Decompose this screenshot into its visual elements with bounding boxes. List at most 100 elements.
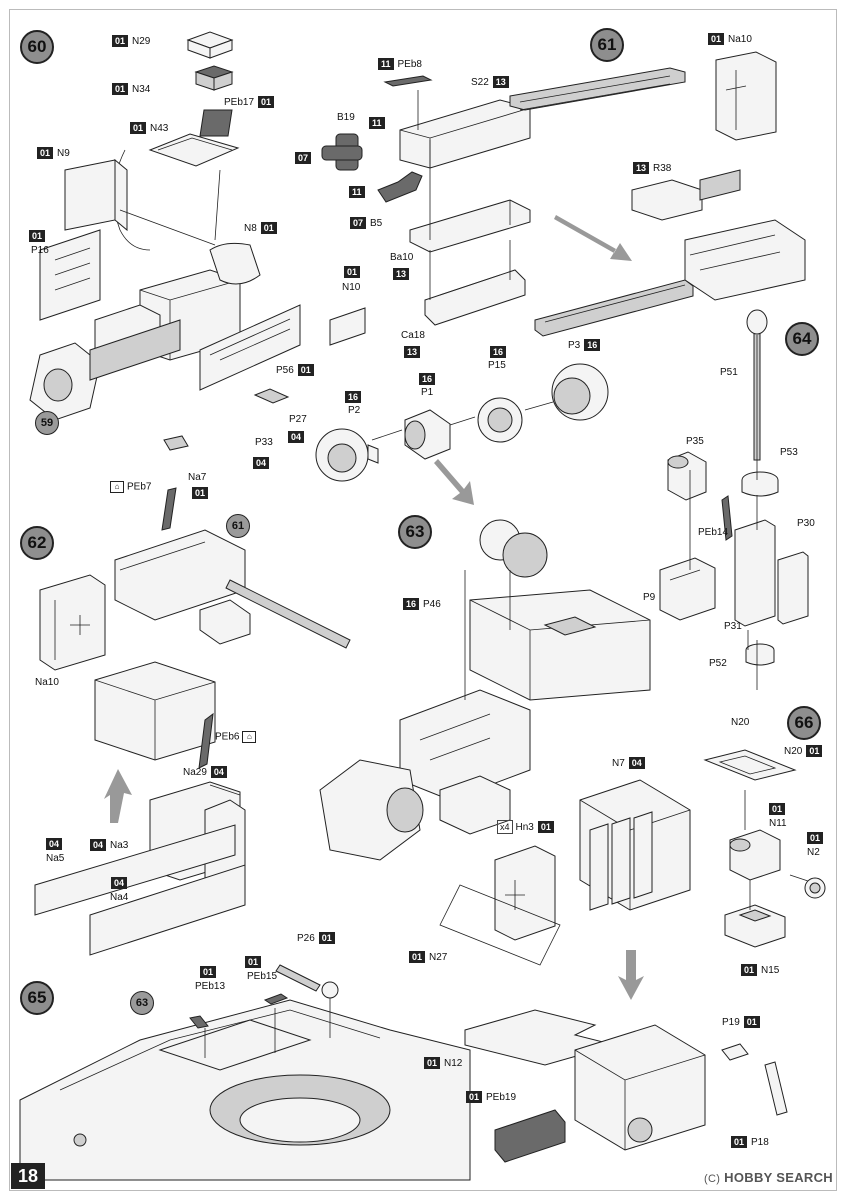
sprue-tag: 04 (288, 431, 305, 443)
sprue-tag: 11 (349, 186, 365, 198)
step61-drawing (315, 51, 806, 482)
sprue-tag: 07 (295, 152, 312, 164)
sprue-tag: 04 (111, 877, 128, 889)
sprue-tag: 01 (318, 932, 335, 944)
sprue-tag: 01 (741, 964, 758, 976)
sprue-tag: 04 (46, 838, 63, 850)
part-name: P56 (276, 365, 294, 376)
label-B19-07: 07 (295, 152, 315, 165)
part-name: PEb19 (486, 1092, 517, 1103)
label-N11: N11 (769, 818, 787, 829)
label-Ca18: Ca18 (401, 330, 425, 341)
label-P15-tag: 16 (490, 346, 510, 359)
part-name: P33 (255, 437, 273, 448)
label-N10: N10 (342, 282, 361, 293)
sprue-tag: 01 (260, 222, 277, 234)
part-name: R38 (653, 163, 672, 174)
sprue-tag: 01 (409, 951, 426, 963)
sprue-tag: 01 (806, 745, 823, 757)
part-name: N27 (429, 952, 448, 963)
part-name: P18 (751, 1137, 769, 1148)
step-61-badge: 61 (590, 28, 624, 62)
label-PEb13: PEb13 (195, 981, 226, 992)
part-name: N34 (132, 84, 151, 95)
sprue-tag: 01 (130, 122, 147, 134)
sprue-tag: 01 (112, 35, 129, 47)
sprue-tag: 16 (490, 346, 507, 358)
sprue-tag: 04 (90, 839, 107, 851)
label-PEb13-tag: 01 (200, 966, 220, 979)
sprue-tag: 01 (769, 803, 786, 815)
sprue-tag: 13 (633, 162, 650, 174)
part-name: Hn3 (515, 822, 534, 833)
label-P53: P53 (780, 447, 798, 458)
part-name: PEb17 (224, 97, 255, 108)
label-P16-tag: 01 (29, 230, 49, 243)
photo-etch-icon: ⌂ (242, 731, 257, 743)
label-P9: P9 (643, 592, 656, 603)
label-Ca18-tag: 13 (404, 346, 424, 359)
sprue-tag: 07 (350, 217, 367, 229)
sprue-tag: 16 (403, 598, 420, 610)
part-name: N29 (132, 36, 151, 47)
sprue-tag: 01 (537, 821, 554, 833)
part-name: Na3 (110, 840, 129, 851)
step-62-badge: 62 (20, 526, 54, 560)
label-P15: P15 (488, 360, 506, 371)
label-PEb6: PEb6⌂ (215, 731, 257, 744)
label-P52: P52 (709, 658, 727, 669)
sprue-tag: 01 (807, 832, 824, 844)
label-P2: P2 (348, 405, 361, 416)
label-P30: P30 (797, 518, 815, 529)
copyright-mark: (C) (704, 1173, 721, 1185)
sprue-tag: 01 (708, 33, 725, 45)
part-name: B19 (337, 112, 355, 123)
step62-drawing (34, 435, 351, 956)
sprue-tag: 01 (112, 83, 129, 95)
label-P31: P31 (724, 621, 742, 632)
part-name: PEb6 (215, 731, 240, 743)
ref-63-badge: 63 (130, 991, 154, 1015)
watermark: (C)HOBBY SEARCH (704, 1170, 833, 1185)
sprue-tag: 04 (253, 457, 270, 469)
label-Na5: Na5 (46, 853, 65, 864)
label-Na10-62: Na10 (35, 677, 59, 688)
quantity-tag: x4 (497, 820, 513, 834)
part-name: P19 (722, 1017, 740, 1028)
part-name: N15 (761, 965, 780, 976)
sprue-tag: 11 (369, 117, 385, 129)
part-name: Na29 (183, 767, 207, 778)
label-P27: P27 (289, 414, 307, 425)
step63-drawing (319, 459, 651, 861)
sprue-tag: 01 (245, 956, 262, 968)
label-N11-tag: 01 (769, 803, 789, 816)
step-63-badge: 63 (398, 515, 432, 549)
label-PEb7: ⌂PEb7 (110, 481, 151, 494)
label-B19-tag: 11 (369, 117, 389, 130)
label-P16: P16 (31, 245, 49, 256)
sprue-tag: 16 (419, 373, 436, 385)
step65-drawing (19, 964, 471, 1181)
part-name: N43 (150, 123, 169, 134)
label-PEb15: PEb15 (247, 971, 278, 982)
